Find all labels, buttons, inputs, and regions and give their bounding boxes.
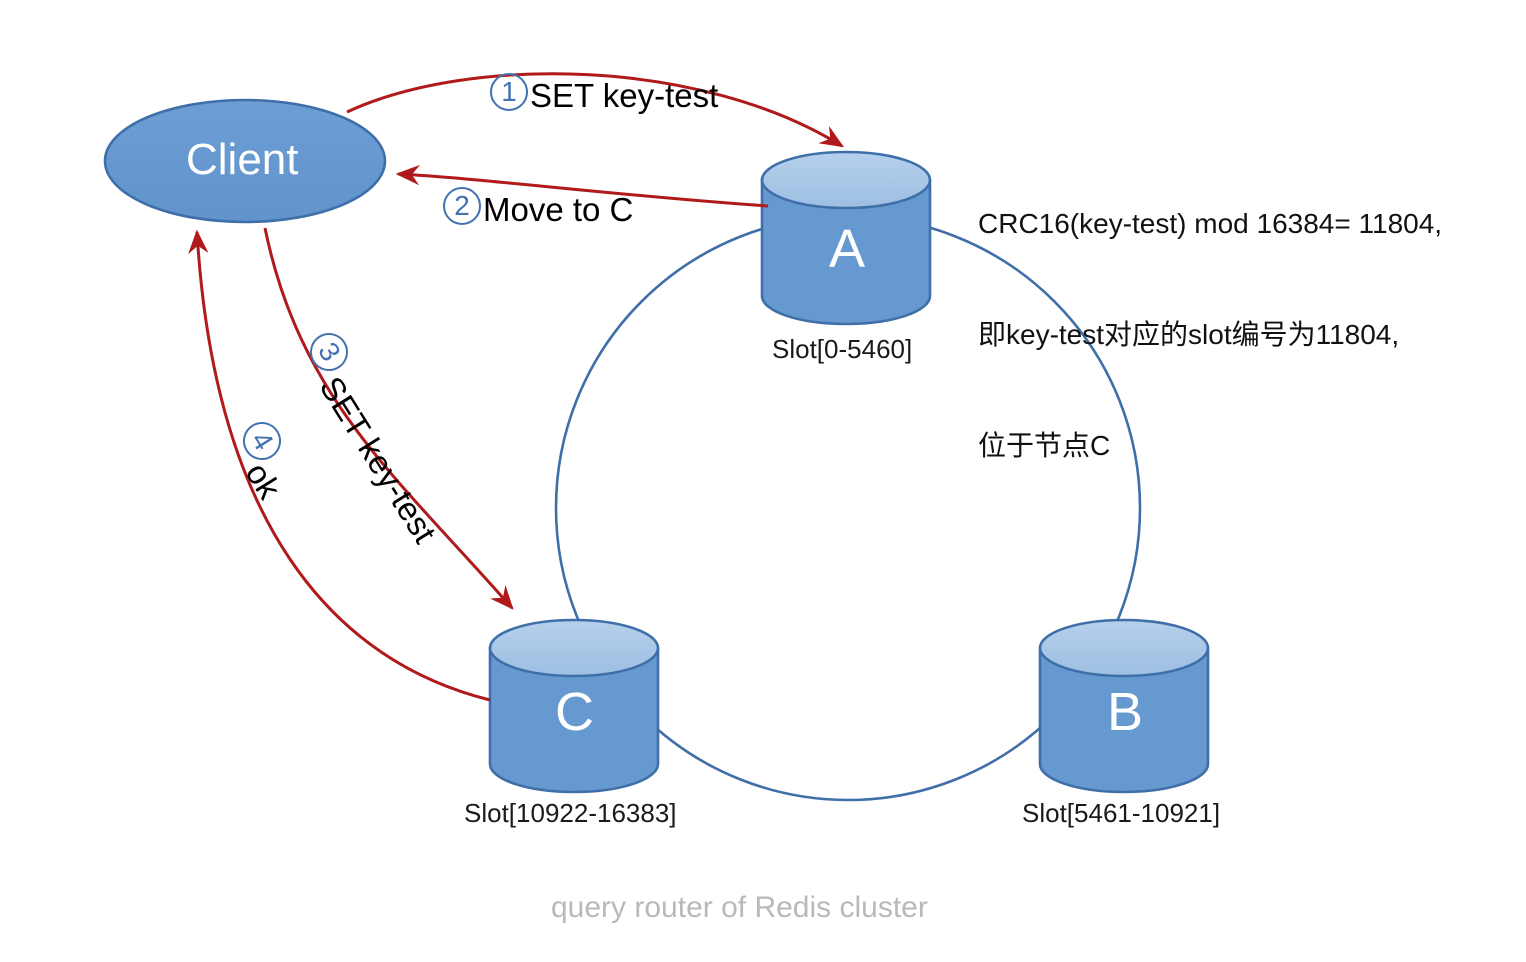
diagram-caption: query router of Redis cluster — [551, 891, 928, 924]
step-1-label: SET key-test — [530, 77, 719, 114]
crc16-annotation-line-2: 即key-test对应的slot编号为11804, — [978, 318, 1400, 350]
node-b-letter: B — [1107, 682, 1144, 742]
client-ellipse — [103, 98, 387, 224]
step-2-number-badge: 2 — [443, 187, 481, 225]
node-c-slot-label: Slot[10922-16383] — [464, 798, 677, 828]
node-c — [488, 618, 660, 794]
crc16-annotation-line-3: 位于节点C — [978, 429, 1111, 461]
node-a-top-ellipse — [760, 150, 932, 210]
node-b-body — [1038, 646, 1210, 794]
step-2-label: Move to C — [483, 191, 634, 228]
arrow-step-2 — [395, 164, 769, 208]
node-a-body — [760, 178, 932, 326]
node-a-slot-label: Slot[0-5460] — [772, 334, 913, 364]
client-label: Client — [186, 135, 299, 184]
node-b-top-ellipse — [1038, 618, 1210, 678]
arrow-step-4 — [188, 229, 491, 702]
node-a — [760, 150, 932, 326]
node-b-slot-label: Slot[5461-10921] — [1022, 798, 1221, 828]
node-c-body — [488, 646, 660, 794]
step-1-number-badge: 1 — [490, 73, 528, 111]
crc16-annotation-line-1: CRC16(key-test) mod 16384= 11804, — [978, 207, 1443, 239]
crc16-annotation: CRC16(key-test) mod 16384= 11804, 即key-t… — [978, 132, 1442, 538]
node-c-letter: C — [555, 682, 594, 742]
node-c-top-ellipse — [488, 618, 660, 678]
arrow-step-3 — [263, 227, 514, 610]
node-a-letter: A — [829, 219, 866, 279]
arrow-step-1 — [346, 72, 845, 148]
node-b — [1038, 618, 1210, 794]
